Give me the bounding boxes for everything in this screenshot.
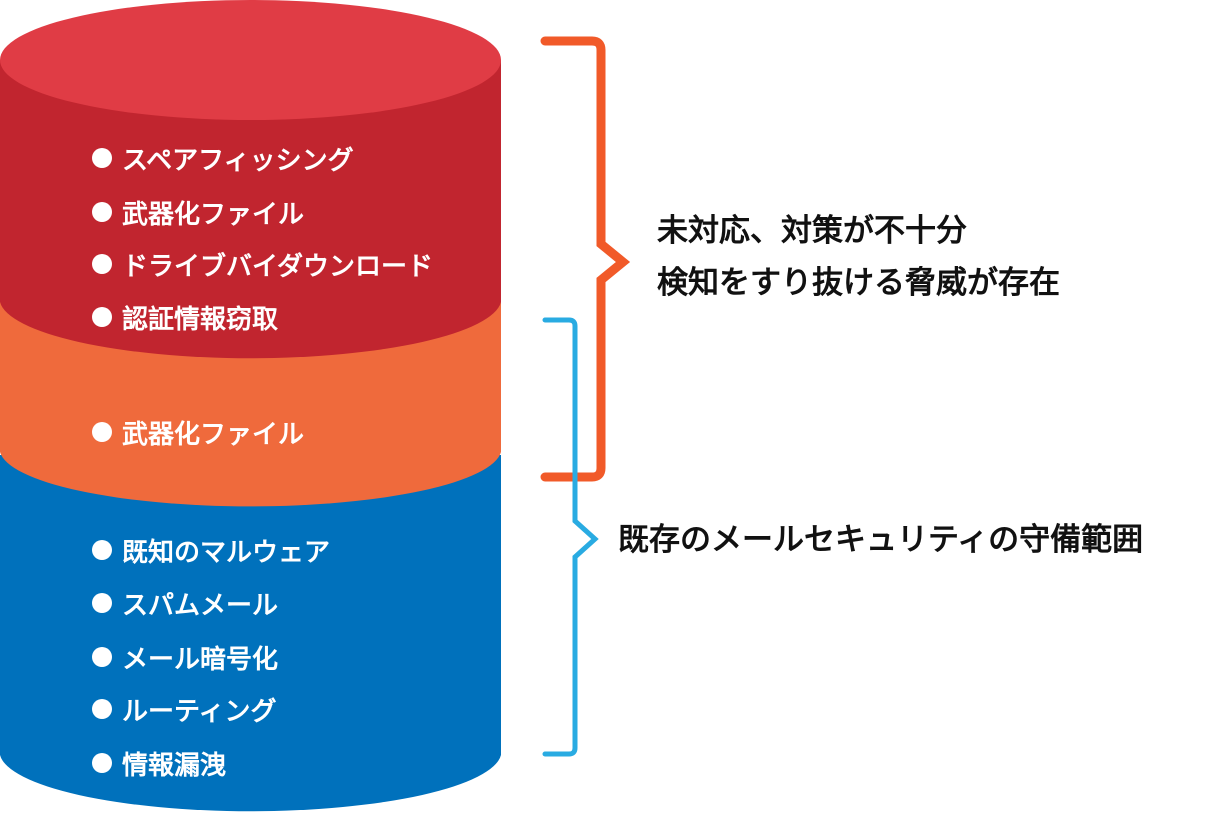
item-text: 武器化ファイル [122, 199, 305, 230]
item-text: スペアフィッシング [122, 145, 354, 176]
orange-layer [0, 302, 501, 507]
bullet-icon [92, 647, 112, 667]
item-text: スパムメール [122, 590, 279, 621]
bullet-icon [92, 148, 112, 168]
coverage-bracket [542, 317, 599, 757]
threat-label-line2: 検知をすり抜ける脅威が存在 [657, 265, 1060, 301]
bullet-icon [92, 422, 112, 442]
coverage-label: 既存のメールセキュリティの守備範囲 [618, 522, 1144, 558]
list-item: 認証情報窃取 [92, 300, 279, 335]
bullet-icon [92, 593, 112, 613]
blue-layer [0, 455, 501, 812]
list-item: 武器化ファイル [92, 415, 305, 450]
list-item: 既知のマルウェア [92, 533, 331, 568]
list-item: スパムメール [92, 586, 279, 621]
list-item: 武器化ファイル [92, 195, 305, 230]
item-text: ドライブバイダウンロード [122, 251, 433, 282]
bullet-icon [92, 753, 112, 773]
threat-bracket [540, 36, 631, 482]
item-text: ルーティング [122, 696, 277, 727]
bullet-icon [92, 202, 112, 222]
list-item: 情報漏洩 [92, 746, 227, 781]
item-text: 認証情報窃取 [122, 304, 279, 335]
item-text: メール暗号化 [122, 644, 279, 675]
bullet-icon [92, 540, 112, 560]
bullet-icon [92, 699, 112, 719]
item-text: 情報漏洩 [122, 750, 227, 781]
list-item: ドライブバイダウンロード [92, 247, 433, 282]
bullet-icon [92, 254, 112, 274]
cylinder-top [0, 0, 501, 120]
bullet-icon [92, 307, 112, 327]
list-item: ルーティング [92, 692, 277, 727]
item-text: 既知のマルウェア [122, 537, 331, 568]
threat-label-line1: 未対応、対策が不十分 [657, 213, 967, 249]
red-layer [0, 60, 501, 359]
list-item: メール暗号化 [92, 640, 279, 675]
item-text: 武器化ファイル [122, 419, 305, 450]
list-item: スペアフィッシング [92, 141, 354, 176]
